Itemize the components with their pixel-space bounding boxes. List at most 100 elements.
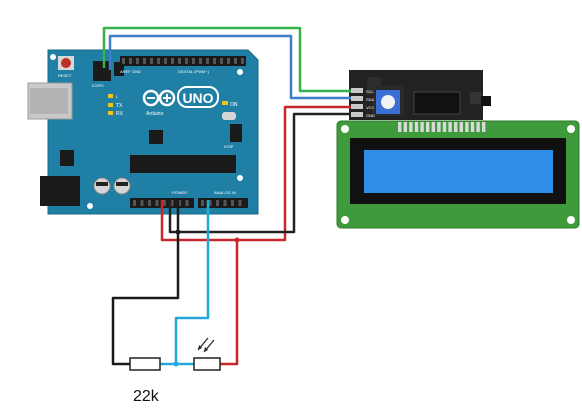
backpack-pin xyxy=(351,104,363,109)
lcd-pin-pad xyxy=(482,122,486,132)
light-arrowhead xyxy=(204,347,208,352)
lcd-mount-hole xyxy=(567,216,575,224)
lcd-pin-pad xyxy=(465,122,469,132)
digital-pin xyxy=(143,58,146,64)
digital-pin xyxy=(185,58,188,64)
power-label: POWER xyxy=(172,190,187,195)
led-l xyxy=(108,94,113,98)
led-rx xyxy=(108,111,113,115)
digital-pin xyxy=(192,58,195,64)
digital-pin xyxy=(241,58,244,64)
lcd-mount-hole xyxy=(341,125,349,133)
power-pin xyxy=(178,200,181,206)
led-rx-label: RX xyxy=(116,111,124,117)
wire-black-gnd xyxy=(111,200,180,366)
digital-pin xyxy=(164,58,167,64)
power-pin xyxy=(155,200,159,206)
pin-label-gnd: GND xyxy=(366,113,375,118)
bottom-header-pins xyxy=(133,200,242,206)
digital-pin xyxy=(206,58,209,64)
reset-button-cap xyxy=(61,58,71,68)
digital-pin xyxy=(234,58,237,64)
lcd-pin-pad xyxy=(398,122,402,132)
jumper-cap xyxy=(481,96,491,106)
crystal-oscillator xyxy=(222,112,236,120)
aref-label: AREF xyxy=(120,69,131,74)
led-on xyxy=(222,101,228,105)
icsp-label: ICSP xyxy=(224,144,234,149)
analog-header xyxy=(198,198,248,208)
icsp-header xyxy=(230,124,242,142)
wire-blue-sda xyxy=(108,34,351,100)
lcd-pin-pads xyxy=(398,122,486,132)
fixed-resistor xyxy=(129,357,161,371)
capacitor-marking xyxy=(116,182,128,186)
backpack-pin xyxy=(351,96,363,101)
dc-power-jack xyxy=(40,176,80,206)
digital-pin xyxy=(220,58,223,64)
voltage-regulator xyxy=(60,150,74,166)
digital-header xyxy=(120,56,246,66)
wire-junction xyxy=(234,237,240,243)
pcf8574-chip xyxy=(413,91,461,115)
usb-connector-inner xyxy=(30,88,68,114)
small-chip xyxy=(149,130,163,144)
pin-label-scl: SCL xyxy=(366,89,375,94)
wire-cyan-a0 xyxy=(174,200,210,364)
backlight-jumper xyxy=(470,92,482,104)
lcd-pin-pad xyxy=(403,122,407,132)
lcd-pin-pad xyxy=(476,122,480,132)
analog-pin xyxy=(223,200,227,206)
icsp2-label: ICSP2 xyxy=(92,83,104,88)
analog-pin xyxy=(216,200,219,206)
pin-label-sda: SDA xyxy=(366,97,375,102)
lcd-pin-pad xyxy=(431,122,435,132)
digital-pin xyxy=(136,58,139,64)
analog-pin xyxy=(231,200,234,206)
logo-minus xyxy=(147,97,155,99)
lcd-mount-hole xyxy=(341,216,349,224)
analog-label: ANALOG IN xyxy=(214,190,236,195)
wire-red-vcc xyxy=(160,105,351,242)
lcd-pin-pad xyxy=(454,122,458,132)
lcd-pin-pad xyxy=(414,122,419,132)
power-pin xyxy=(148,200,151,206)
logo-loop-right xyxy=(158,89,176,107)
lcd-screen xyxy=(364,150,553,193)
digital-pin xyxy=(150,58,153,64)
digital-pin xyxy=(178,58,181,64)
wire-green-scl xyxy=(102,26,351,93)
digital-pin xyxy=(213,58,216,64)
potentiometer-knob xyxy=(381,95,395,109)
resistor-value-label: 22k xyxy=(133,388,160,405)
lcd-pin-pad xyxy=(426,122,430,132)
uno-badge xyxy=(177,86,219,108)
digital-pin xyxy=(122,58,125,64)
lcd-mount-hole xyxy=(567,125,575,133)
backpack-pin-header xyxy=(351,88,363,117)
pin-label-vcc: VCC xyxy=(366,105,375,110)
usb-chip xyxy=(114,62,124,76)
power-pin xyxy=(163,200,166,206)
digital-header-pins xyxy=(122,58,244,64)
brand-label: Arduino xyxy=(146,111,163,117)
power-pin xyxy=(185,200,189,206)
icsp2-header xyxy=(93,61,111,81)
lcd-module xyxy=(336,120,580,229)
lcd-pin-pad xyxy=(470,122,475,132)
lcd-pin-pad xyxy=(448,122,452,132)
analog-pin xyxy=(238,200,242,206)
lcd-pin-pad xyxy=(437,122,441,132)
logo-loop-left xyxy=(142,89,160,107)
board-mount-hole xyxy=(87,203,93,209)
light-arrowhead xyxy=(198,345,202,350)
resistor-body xyxy=(129,357,161,371)
atmega-chip xyxy=(130,155,236,173)
arduino-logo xyxy=(142,89,176,107)
logo-plus-v xyxy=(166,94,168,102)
digital-pin xyxy=(171,58,174,64)
backpack-pin xyxy=(351,112,363,117)
reset-label: RESET xyxy=(58,73,72,78)
digital-pin xyxy=(227,58,230,64)
